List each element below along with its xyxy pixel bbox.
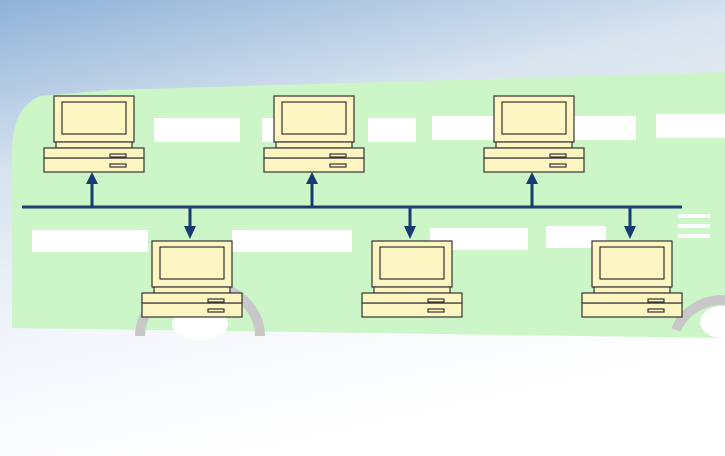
monitor-stand <box>593 286 671 294</box>
up-arrow-icon <box>306 172 318 206</box>
monitor-stand <box>275 141 353 149</box>
drive-slot <box>109 153 127 158</box>
bus-grille <box>678 234 710 238</box>
desktop-computer-icon <box>263 95 365 173</box>
monitor-screen <box>379 246 445 280</box>
bus-grille <box>678 214 710 218</box>
down-arrow-icon <box>624 208 636 239</box>
bus-wheel-rear <box>671 294 725 338</box>
monitor-stand <box>373 286 451 294</box>
bus-window <box>154 118 240 142</box>
bus-window <box>232 230 352 252</box>
drive-slot <box>109 163 127 168</box>
desktop-computer-icon <box>483 95 585 173</box>
network-connectors <box>86 172 636 239</box>
drive-slot <box>427 298 445 303</box>
monitor-stand <box>153 286 231 294</box>
computer-case <box>141 292 243 318</box>
desktop-computer-icon <box>43 95 145 173</box>
bus-grille <box>678 224 710 228</box>
monitor-screen <box>281 101 347 135</box>
desktop-computer-icon <box>141 240 243 318</box>
monitor-stand <box>55 141 133 149</box>
computer-case <box>43 147 145 173</box>
drive-slot <box>329 153 347 158</box>
monitor-screen <box>501 101 567 135</box>
drive-slot <box>647 298 665 303</box>
bus-window <box>656 114 725 138</box>
drive-slot <box>207 308 225 313</box>
monitor-screen <box>159 246 225 280</box>
network-computers <box>43 95 683 318</box>
down-arrow-icon <box>184 208 196 239</box>
desktop-computer-icon <box>361 240 463 318</box>
computer-case <box>361 292 463 318</box>
computer-case <box>581 292 683 318</box>
bus-window <box>546 226 606 248</box>
monitor-screen <box>599 246 665 280</box>
drive-slot <box>647 308 665 313</box>
up-arrow-icon <box>86 172 98 206</box>
drive-slot <box>549 153 567 158</box>
computer-case <box>263 147 365 173</box>
bus-window <box>430 228 528 250</box>
computer-case <box>483 147 585 173</box>
drive-slot <box>329 163 347 168</box>
monitor-screen <box>61 101 127 135</box>
bus-window <box>368 118 416 142</box>
desktop-computer-icon <box>581 240 683 318</box>
bus-window <box>32 230 148 252</box>
monitor-stand <box>495 141 573 149</box>
bus-window <box>432 116 504 140</box>
drive-slot <box>207 298 225 303</box>
drive-slot <box>549 163 567 168</box>
drive-slot <box>427 308 445 313</box>
up-arrow-icon <box>526 172 538 206</box>
down-arrow-icon <box>404 208 416 239</box>
